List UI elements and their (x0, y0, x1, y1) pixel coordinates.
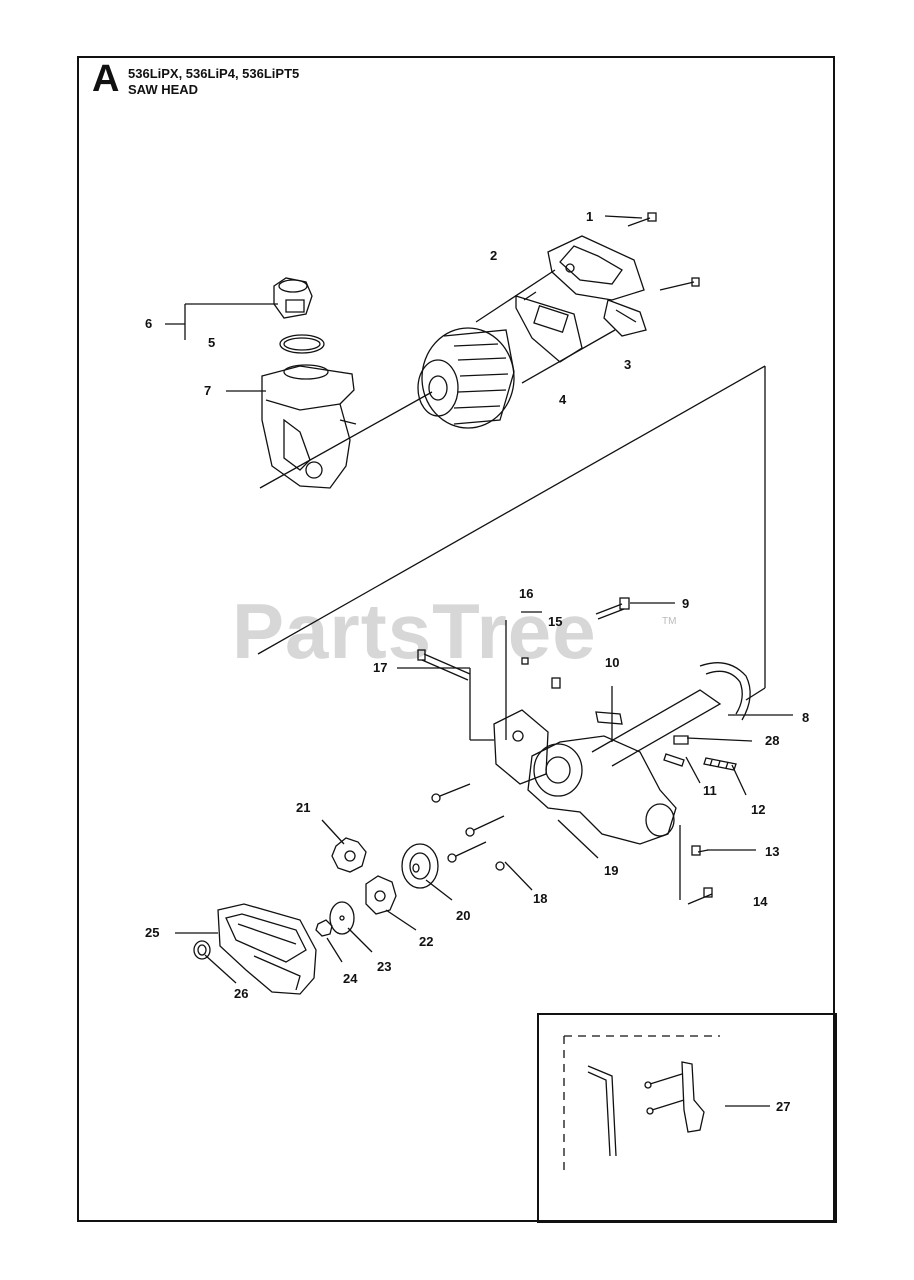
part-17-bolt (417, 649, 471, 681)
diagram-frame (77, 56, 835, 1222)
part-26-knob (193, 940, 211, 960)
callout-16: 16 (519, 586, 534, 601)
callout-5: 5 (208, 335, 216, 350)
part-5-ring (279, 334, 325, 354)
callout-2: 2 (490, 248, 498, 263)
callout-11: 11 (703, 783, 717, 798)
callout-10: 10 (605, 655, 620, 670)
callout-20: 20 (456, 908, 471, 923)
callout-21: 21 (296, 800, 311, 815)
callout-8: 8 (802, 710, 810, 725)
callout-4: 4 (559, 392, 567, 407)
callout-25: 25 (145, 925, 160, 940)
part-9-screw (595, 597, 630, 620)
callout-18: 18 (533, 891, 548, 906)
part-12-spring (703, 757, 737, 771)
part-21-sprocket (331, 837, 367, 873)
callout-23: 23 (377, 959, 392, 974)
housing-screws (431, 783, 505, 871)
callout-28: 28 (765, 733, 780, 748)
part-11-pin (663, 753, 685, 767)
part-15-nut (521, 657, 561, 689)
model-list: 536LiPX, 536LiP4, 536LiPT5 (128, 66, 300, 81)
motor (417, 327, 515, 429)
part-25-cover (217, 903, 317, 995)
callout-14: 14 (753, 894, 768, 909)
callout-15: 15 (548, 614, 563, 629)
callout-13: 13 (765, 844, 780, 859)
callout-1: 1 (586, 209, 594, 224)
callout-3: 3 (624, 357, 632, 372)
callout-24: 24 (343, 971, 358, 986)
callout-12: 12 (751, 802, 766, 817)
part-7-housing (261, 364, 357, 489)
part-22-sprocket (365, 875, 397, 915)
part-2-cover (547, 235, 700, 301)
gear-housing (493, 689, 722, 845)
callout-22: 22 (419, 934, 434, 949)
callout-26: 26 (234, 986, 249, 1001)
part-1-bolt (627, 212, 657, 227)
part-23-washer (329, 901, 355, 935)
part-14-screw (687, 887, 713, 905)
part-10-pin (595, 711, 623, 725)
part-27-toolkit (563, 1035, 720, 1176)
part-20-drum (401, 843, 439, 889)
callout-27: 27 (776, 1099, 791, 1114)
callout-17: 17 (373, 660, 388, 675)
part-6-cap (273, 277, 313, 319)
callout-19: 19 (604, 863, 619, 878)
title-block: 536LiPX, 536LiP4, 536LiPT5 SAW HEAD (128, 66, 299, 98)
callout-7: 7 (204, 383, 212, 398)
part-3-bracket (603, 299, 647, 337)
section-letter: A (92, 58, 120, 100)
part-28-screw (673, 735, 689, 745)
part-4-frame (515, 291, 583, 363)
watermark-trademark: TM (662, 616, 677, 627)
part-13-screw (691, 845, 709, 856)
callout-6: 6 (145, 316, 153, 331)
watermark: PartsTree (232, 587, 597, 675)
callout-9: 9 (682, 596, 690, 611)
part-24-nut (315, 919, 333, 937)
toolkit-inset-frame (537, 1013, 837, 1223)
part-8-guard (699, 662, 751, 721)
section-title: SAW HEAD (128, 82, 199, 97)
leader-lines (165, 215, 793, 1107)
